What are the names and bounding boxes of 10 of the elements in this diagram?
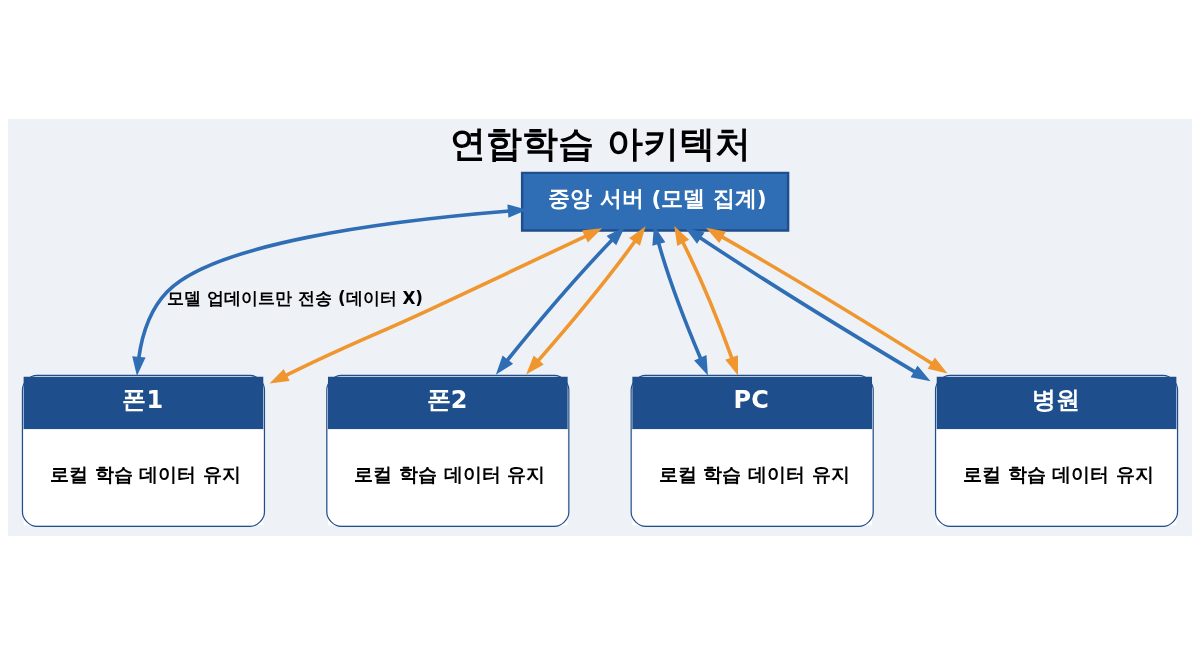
arrow	[269, 228, 603, 384]
diagram-title: 연합학습 아키텍처	[450, 123, 751, 165]
node-box: 중앙 서버 (모델 집계)	[520, 171, 790, 232]
edge-label: 모델 업데이트만 전송 (데이터 X)	[167, 287, 424, 308]
arrow	[495, 226, 625, 375]
arrow	[674, 225, 739, 376]
arrow	[705, 227, 948, 374]
arrow	[526, 226, 646, 375]
arrow	[652, 225, 708, 376]
arrow	[684, 227, 931, 382]
